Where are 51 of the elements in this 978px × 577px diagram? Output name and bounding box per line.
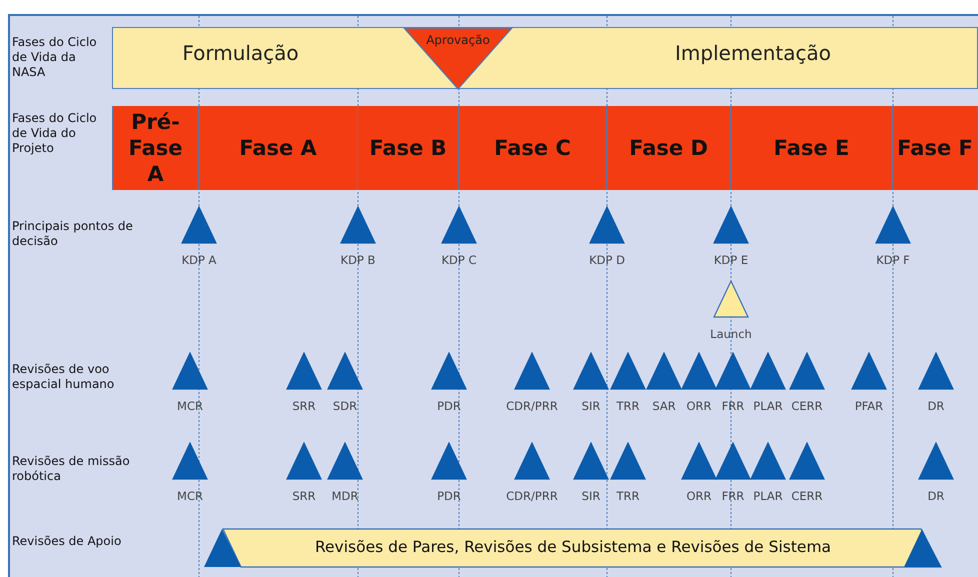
milestone-label: CDR/PRR <box>506 399 558 413</box>
milestone-label: SIR <box>582 489 600 503</box>
row-label: Principais pontos de decisão <box>12 219 134 249</box>
milestone-label: KDP E <box>714 253 748 267</box>
milestone-label: KDP A <box>182 253 216 267</box>
lifecycle-band <box>112 27 978 89</box>
phase-block: Fase F <box>893 106 978 190</box>
milestone-label: KDP B <box>340 253 376 267</box>
row-label: Revisões de Apoio <box>12 534 122 549</box>
band-label: Revisões de Pares, Revisões de Subsistema e Revisões de Sistema <box>314 538 832 556</box>
milestone-label: DR <box>928 399 944 413</box>
milestone-label: MDR <box>332 489 358 503</box>
milestone-label: DR <box>928 489 944 503</box>
milestone-label: CERR <box>791 489 823 503</box>
milestone-label: PDR <box>437 489 461 503</box>
milestone-label: SRR <box>292 399 316 413</box>
milestone-label: TRR <box>616 399 640 413</box>
milestone-label: PFAR <box>854 399 884 413</box>
milestone-label: FRR <box>722 399 744 413</box>
row-label: Revisões de missão robótica <box>12 454 131 484</box>
milestone-label: KDP D <box>589 253 625 267</box>
phase-label: Implementação <box>674 41 832 65</box>
phase-block: Pré-Fase A <box>112 106 199 190</box>
milestone-label: ORR <box>686 399 712 413</box>
milestone-label: ORR <box>686 489 712 503</box>
milestone-label: SIR <box>582 399 600 413</box>
approval-label: Aprovação <box>425 33 491 47</box>
milestone-label: SDR <box>332 399 358 413</box>
milestone-label: CDR/PRR <box>506 489 558 503</box>
milestone-label: MCR <box>177 399 203 413</box>
phase-block: Fase C <box>459 106 607 190</box>
phase-block: Fase A <box>199 106 358 190</box>
milestone-label: PDR <box>437 399 461 413</box>
milestone-label: KDP F <box>876 253 910 267</box>
milestone-label: MCR <box>177 489 203 503</box>
milestone-label: Launch <box>710 327 752 341</box>
milestone-label: SAR <box>652 399 676 413</box>
phase-block: Fase B <box>358 106 459 190</box>
milestone-label: TRR <box>616 489 640 503</box>
milestone-label: FRR <box>722 489 744 503</box>
milestone-label: KDP C <box>441 253 477 267</box>
row-label: Fases do Ciclo de Vida da NASA <box>12 35 98 80</box>
row-label: Revisões de voo espacial humano <box>12 362 116 392</box>
milestone-label: SRR <box>292 489 316 503</box>
phase-block: Fase D <box>607 106 731 190</box>
milestone-label: PLAR <box>753 399 783 413</box>
milestone-label: CERR <box>791 399 823 413</box>
phase-label: Formulação <box>181 41 300 65</box>
phase-block: Fase E <box>731 106 893 190</box>
milestone-label: PLAR <box>753 489 783 503</box>
row-label: Fases do Ciclo de Vida do Projeto <box>12 111 98 156</box>
